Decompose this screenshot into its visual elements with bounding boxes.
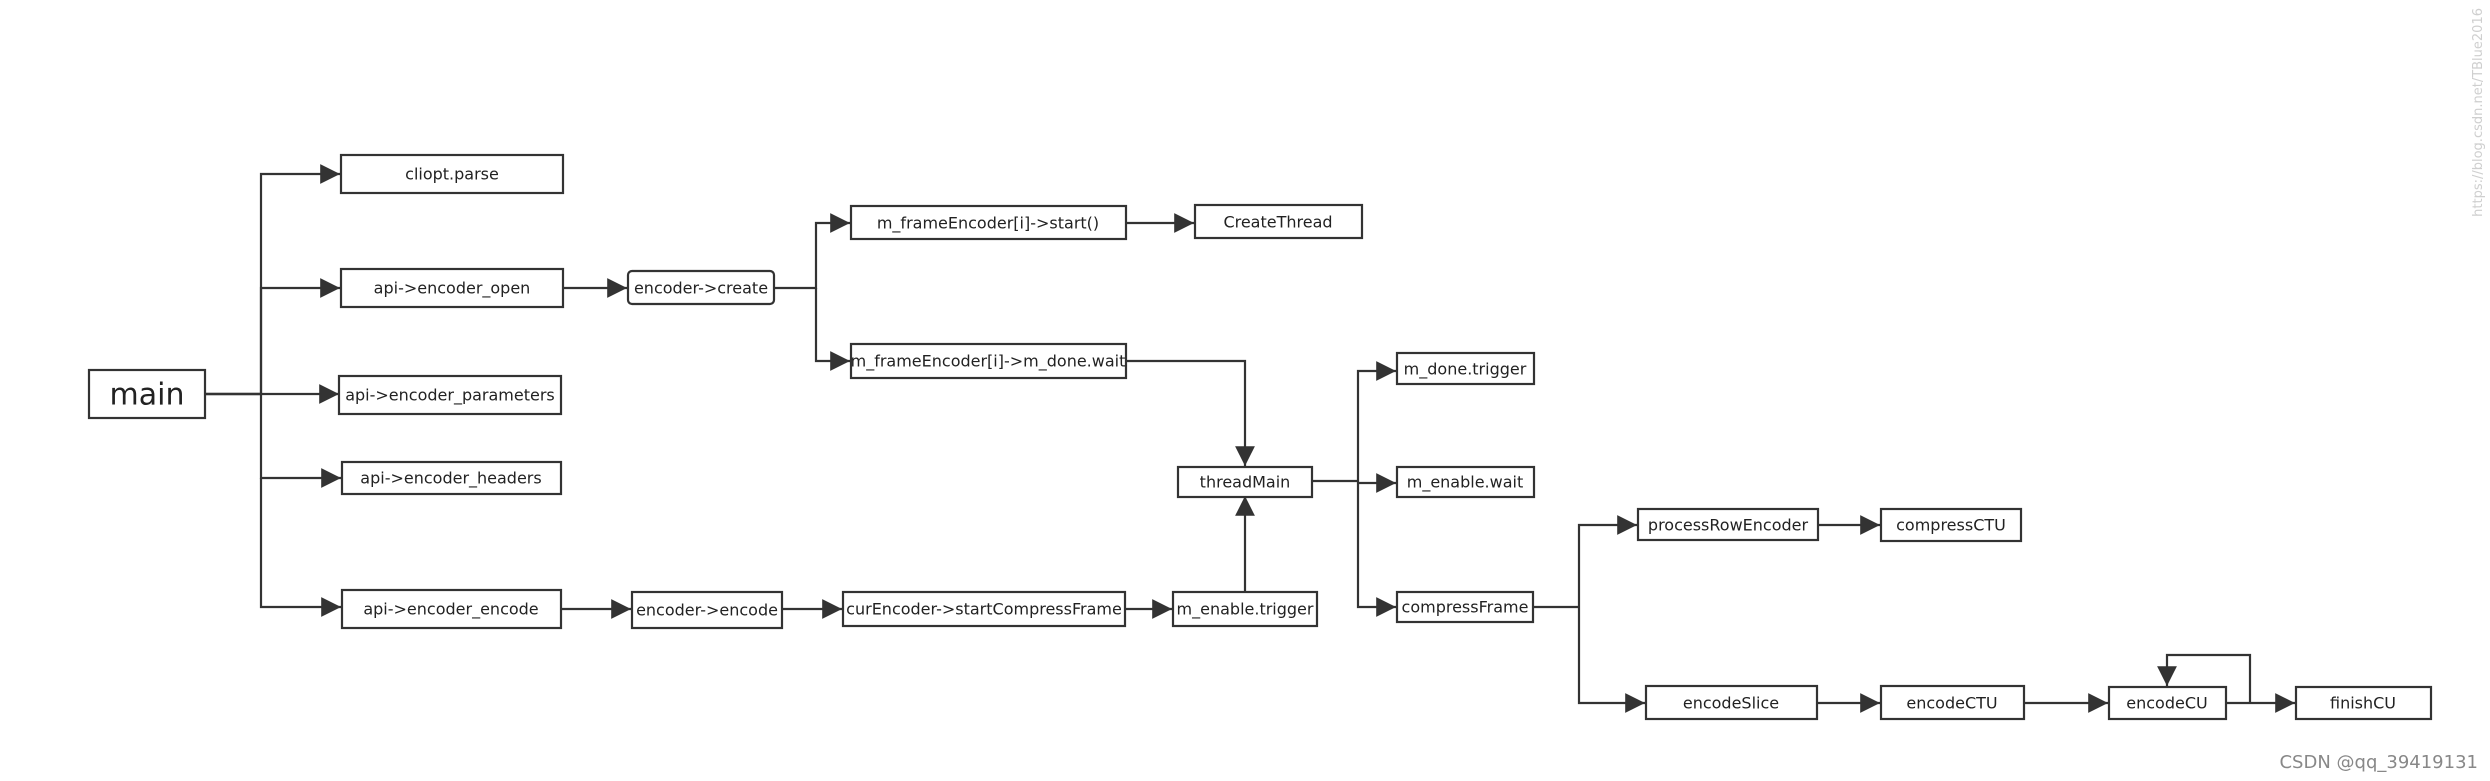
node-enable-trigger: m_enable.trigger: [1171, 590, 1319, 628]
node-encode-slice-label: encodeSlice: [1683, 694, 1779, 713]
edge-main-to-cliopt-parse: [205, 164, 340, 396]
node-done-trigger: m_done.trigger: [1395, 351, 1536, 386]
node-encoder-create: encoder->create: [626, 269, 776, 306]
node-frame-encoder-start-label: m_frameEncoder[i]->start(): [877, 214, 1099, 234]
node-enable-trigger-label: m_enable.trigger: [1177, 600, 1314, 620]
node-api-encoder-encode: api->encoder_encode: [340, 588, 563, 630]
watermark-url: https://blog.csdn.net/TBlue2016: [2471, 8, 2486, 217]
node-compress-frame-label: compressFrame: [1402, 598, 1529, 617]
edge-main-to-api-encoder-encode: [259, 478, 341, 617]
edge-create-to-done-wait: [814, 288, 850, 371]
node-encoder-encode-label: encoder->encode: [636, 601, 778, 620]
node-enable-wait-label: m_enable.wait: [1407, 473, 1524, 493]
node-create-thread-label: CreateThread: [1223, 213, 1332, 232]
node-api-encoder-open-label: api->encoder_open: [374, 279, 531, 299]
node-api-encoder-headers: api->encoder_headers: [340, 460, 563, 496]
node-cliopt-parse: cliopt.parse: [339, 153, 565, 195]
node-start-compress-frame-label: curEncoder->startCompressFrame: [846, 600, 1122, 619]
node-cliopt-parse-label: cliopt.parse: [405, 165, 499, 184]
node-finish-cu: finishCU: [2294, 685, 2433, 721]
node-encode-cu: encodeCU: [2107, 685, 2228, 721]
node-frame-encoder-start: m_frameEncoder[i]->start(): [849, 204, 1128, 241]
node-thread-main-label: threadMain: [1200, 473, 1291, 492]
node-api-encoder-open: api->encoder_open: [339, 267, 565, 309]
edge-done-wait-to-threadmain: [1126, 359, 1255, 466]
node-start-compress-frame: curEncoder->startCompressFrame: [841, 590, 1127, 628]
node-encode-ctu-label: encodeCTU: [1906, 694, 1997, 713]
node-process-row-encoder: processRowEncoder: [1636, 507, 1820, 542]
node-compress-ctu-label: compressCTU: [1896, 516, 2006, 535]
edge-main-to-api-encoder-headers: [259, 394, 341, 488]
edges: [205, 164, 2295, 713]
node-main-label: main: [110, 378, 185, 413]
node-encoder-create-label: encoder->create: [634, 279, 768, 298]
node-api-encoder-parameters: api->encoder_parameters: [337, 374, 563, 416]
node-encode-slice: encodeSlice: [1644, 684, 1819, 721]
node-enable-wait: m_enable.wait: [1395, 465, 1536, 499]
node-done-trigger-label: m_done.trigger: [1404, 360, 1527, 380]
node-api-encoder-parameters-label: api->encoder_parameters: [345, 386, 555, 406]
node-encode-ctu: encodeCTU: [1879, 684, 2026, 721]
edge-compressframe-to-processrow: [1577, 515, 1637, 607]
node-main: main: [87, 368, 207, 420]
edge-create-to-start: [773, 213, 850, 290]
node-finish-cu-label: finishCU: [2330, 694, 2396, 713]
edge-encodecu-recursive-loop: [2157, 653, 2252, 703]
node-compress-frame: compressFrame: [1395, 590, 1535, 624]
node-create-thread: CreateThread: [1193, 203, 1364, 240]
node-frame-encoder-done-wait-label: m_frameEncoder[i]->m_done.wait: [851, 352, 1126, 372]
node-encode-cu-label: encodeCU: [2126, 694, 2207, 713]
node-frame-encoder-done-wait: m_frameEncoder[i]->m_done.wait: [849, 342, 1128, 380]
footer-credit: CSDN @qq_39419131: [2279, 752, 2478, 773]
node-thread-main: threadMain: [1176, 465, 1314, 499]
node-compress-ctu: compressCTU: [1879, 507, 2023, 543]
edge-main-to-api-encoder-open: [205, 278, 340, 396]
node-api-encoder-headers-label: api->encoder_headers: [360, 469, 541, 489]
edge-compressframe-to-encodeslice: [1577, 607, 1645, 713]
node-encoder-encode: encoder->encode: [630, 590, 784, 630]
edge-threadmain-to-done-trigger: [1356, 361, 1396, 481]
node-api-encoder-encode-label: api->encoder_encode: [363, 600, 538, 620]
edge-threadmain-to-compressframe: [1356, 481, 1396, 617]
node-process-row-encoder-label: processRowEncoder: [1648, 516, 1809, 535]
